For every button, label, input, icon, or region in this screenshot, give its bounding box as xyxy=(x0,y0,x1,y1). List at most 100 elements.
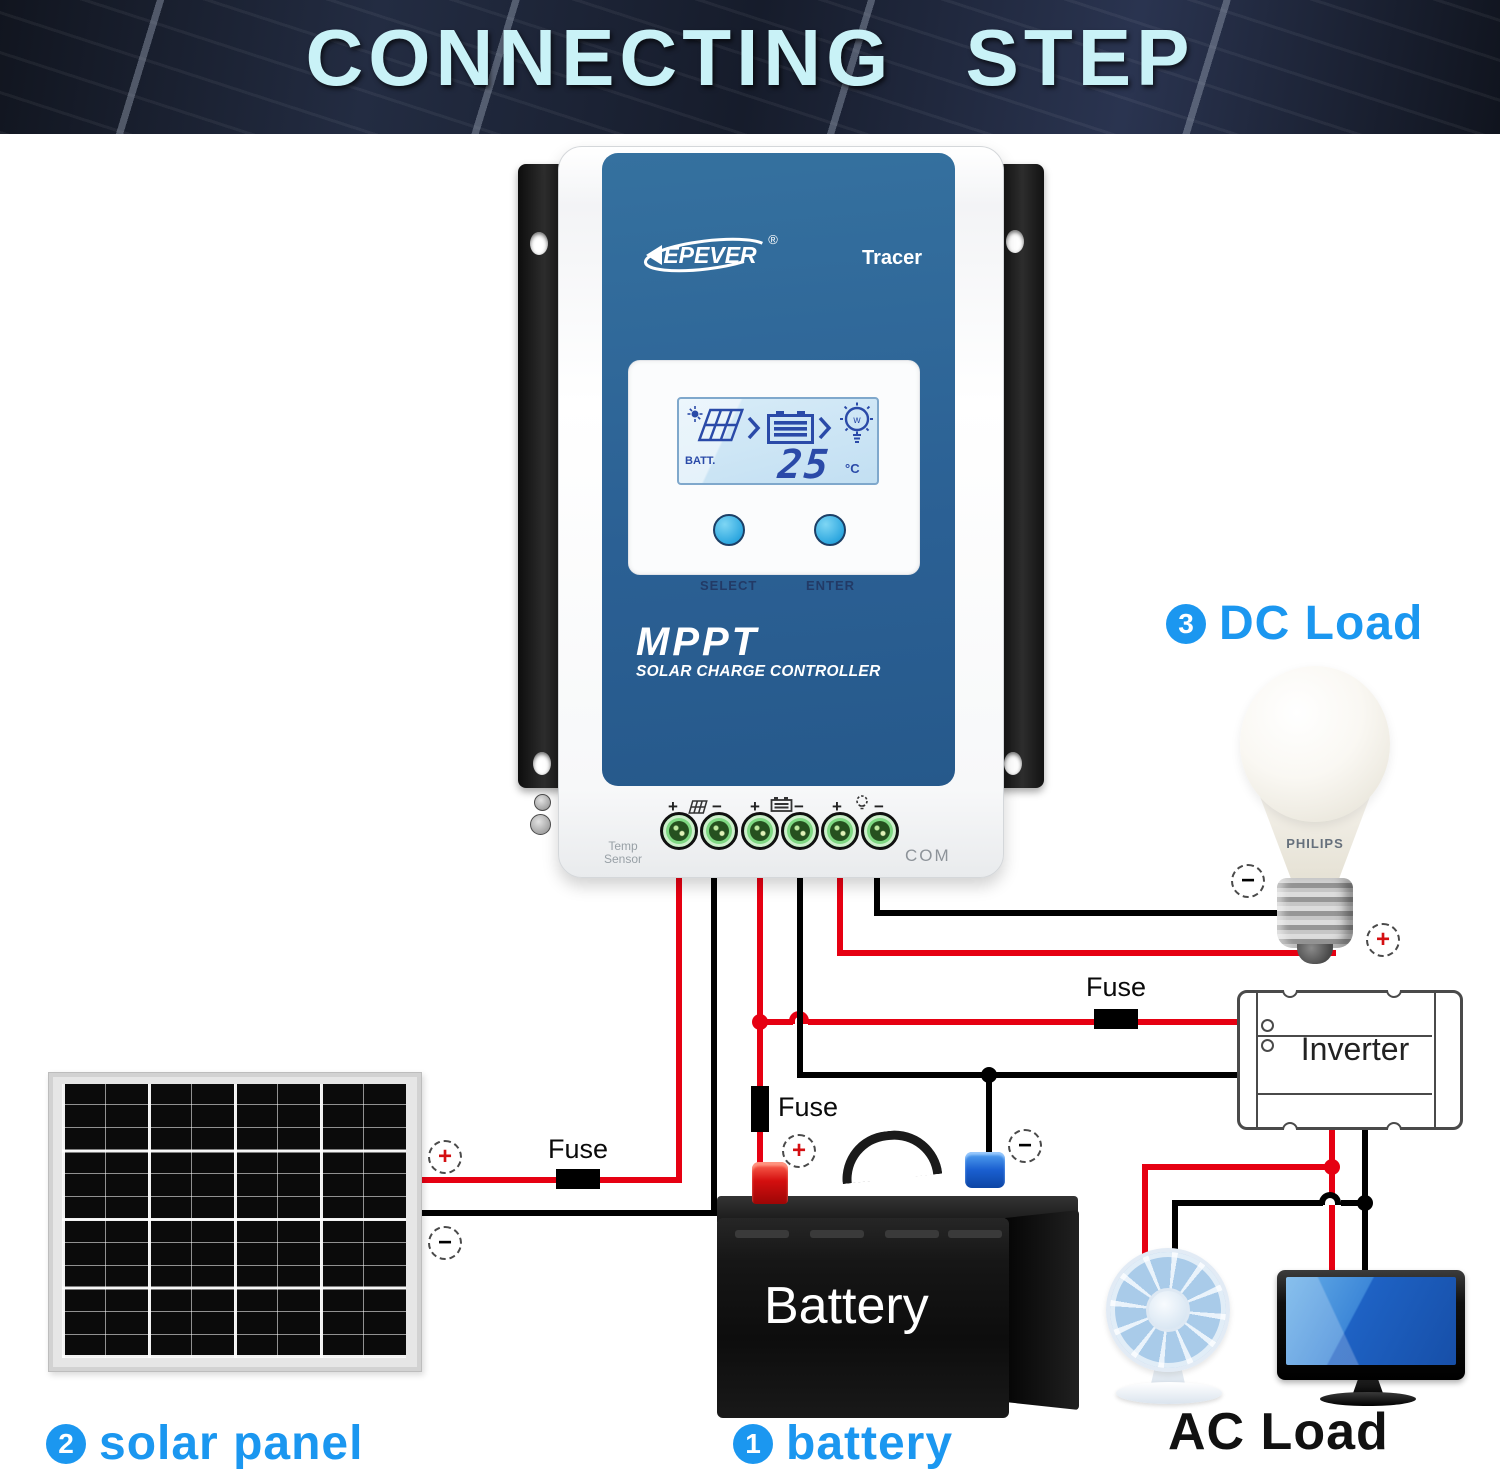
battery-device-label: Battery xyxy=(764,1277,929,1335)
screw-hole xyxy=(530,232,548,255)
model-name: Tracer xyxy=(862,247,923,269)
inverter-panel-line xyxy=(1256,993,1258,1127)
terminal-load-negative xyxy=(861,812,899,850)
solar-panel xyxy=(48,1072,422,1372)
terminal-pv-positive xyxy=(660,812,698,850)
inverter-panel-line xyxy=(1256,1035,1432,1037)
battery-front xyxy=(717,1218,1009,1418)
terminal-sign: − xyxy=(712,797,722,816)
inverter-box: Inverter xyxy=(1237,990,1463,1130)
wire-battery-negative-vertical xyxy=(797,869,803,1078)
fuse-battery xyxy=(751,1086,769,1132)
bulb-screw-base xyxy=(1277,878,1353,948)
banner-title: CONNECTING STEP xyxy=(305,13,1195,102)
wire-fan-black-horizontal-b xyxy=(1341,1200,1367,1206)
battery-negative-marker: − xyxy=(1008,1129,1042,1163)
pv-terminal-icon xyxy=(688,799,710,820)
banner: CONNECTING STEP xyxy=(0,0,1500,134)
mounting-bracket-right xyxy=(996,164,1044,788)
wire-fan-red-drop xyxy=(1142,1164,1148,1256)
fan-hub xyxy=(1146,1288,1190,1332)
lcd-batt-label: BATT. xyxy=(685,455,716,467)
inverter-indicator xyxy=(1261,1039,1274,1052)
step-dc-load: 3 DC Load xyxy=(1166,596,1423,651)
lcd-solar-panel-icon xyxy=(687,404,745,453)
terminal-sign: + xyxy=(668,797,678,816)
battery-terminal-icon xyxy=(770,796,794,818)
step-label: battery xyxy=(786,1417,954,1470)
wire-load-positive-vertical xyxy=(837,869,843,956)
step-battery: 1 battery xyxy=(733,1416,953,1471)
brand-text: EPEVER xyxy=(663,242,757,268)
bulb-brand: PHILIPS xyxy=(1286,836,1344,851)
bulb-globe xyxy=(1240,666,1390,822)
ground-screw xyxy=(530,814,551,835)
monitor-screen xyxy=(1286,1277,1456,1365)
ac-load-label: AC Load xyxy=(1168,1403,1389,1461)
wire-fan-black-horizontal-a xyxy=(1172,1200,1323,1206)
wire-pv-negative-horizontal xyxy=(415,1210,717,1216)
bulb-negative-marker: − xyxy=(1231,864,1265,898)
terminal-sign: − xyxy=(794,797,804,816)
battery-positive-marker: + xyxy=(782,1134,816,1168)
bulb-tip xyxy=(1297,944,1333,964)
registered-mark: ® xyxy=(768,232,778,247)
screw-hole xyxy=(1006,230,1024,253)
solar-positive-marker: + xyxy=(428,1140,462,1174)
terminal-screw xyxy=(830,821,850,841)
enter-button xyxy=(814,514,846,546)
monitor-base xyxy=(1320,1392,1416,1406)
epever-logo: EPEVER ® xyxy=(640,230,790,276)
wire-pv-negative-vertical xyxy=(711,869,717,1216)
battery-handle xyxy=(837,1125,943,1185)
lcd-temperature-unit: °C xyxy=(845,461,860,476)
wire-load-negative-horizontal xyxy=(874,910,1284,916)
select-button xyxy=(713,514,745,546)
fuse-inverter xyxy=(1094,1009,1138,1029)
select-button-label: SELECT xyxy=(700,578,758,593)
terminal-screw xyxy=(709,821,729,841)
terminal-load-positive xyxy=(821,812,859,850)
fuse-solar xyxy=(556,1169,600,1189)
logo-chevron-icon xyxy=(646,245,662,265)
inverter-notch xyxy=(1282,1122,1298,1130)
com-label: COM xyxy=(905,846,951,865)
bulb-positive-marker: + xyxy=(1366,923,1400,957)
step-label: DC Load xyxy=(1219,597,1424,650)
inverter-notch xyxy=(1386,1122,1402,1130)
enter-button-label: ENTER xyxy=(806,578,856,593)
temp-sensor-label: Temp Sensor xyxy=(603,839,643,866)
wire-inverter-positive-a xyxy=(760,1019,793,1025)
lcd-lamp-icon: w xyxy=(838,402,876,455)
step-number-badge: 2 xyxy=(46,1423,86,1464)
monitor xyxy=(1277,1270,1465,1380)
battery-side xyxy=(1005,1210,1079,1410)
battery-vent xyxy=(735,1230,789,1238)
lcd-flow-arrow-icon xyxy=(747,416,761,445)
terminal-screw xyxy=(750,821,770,841)
junction-dot-ac-red xyxy=(1324,1159,1340,1175)
fan-base xyxy=(1116,1382,1222,1404)
battery-vent xyxy=(885,1230,939,1238)
product-subtitle: SOLAR CHARGE CONTROLLER xyxy=(636,663,881,680)
fuse-solar-label: Fuse xyxy=(548,1134,609,1164)
terminal-sign: − xyxy=(874,797,884,816)
fuse-battery-label: Fuse xyxy=(778,1092,839,1122)
terminal-sign: + xyxy=(832,797,842,816)
step-number-badge: 1 xyxy=(733,1423,773,1464)
wire-fan-red-horizontal xyxy=(1142,1164,1332,1170)
terminal-sign: + xyxy=(750,797,760,816)
junction-dot-battery-positive xyxy=(752,1014,768,1030)
terminal-battery-negative xyxy=(781,812,819,850)
solar-panel-cells xyxy=(62,1084,406,1358)
inverter-indicator xyxy=(1261,1019,1274,1032)
lcd-battery-icon xyxy=(766,408,816,451)
ground-screw xyxy=(534,794,551,811)
wire-load-negative-vertical xyxy=(874,869,880,916)
battery-vent xyxy=(810,1230,864,1238)
terminal-screw xyxy=(669,821,689,841)
wire-load-positive-horizontal xyxy=(837,950,1336,956)
wire-inverter-positive-b xyxy=(808,1019,1239,1025)
terminal-screw xyxy=(790,821,810,841)
